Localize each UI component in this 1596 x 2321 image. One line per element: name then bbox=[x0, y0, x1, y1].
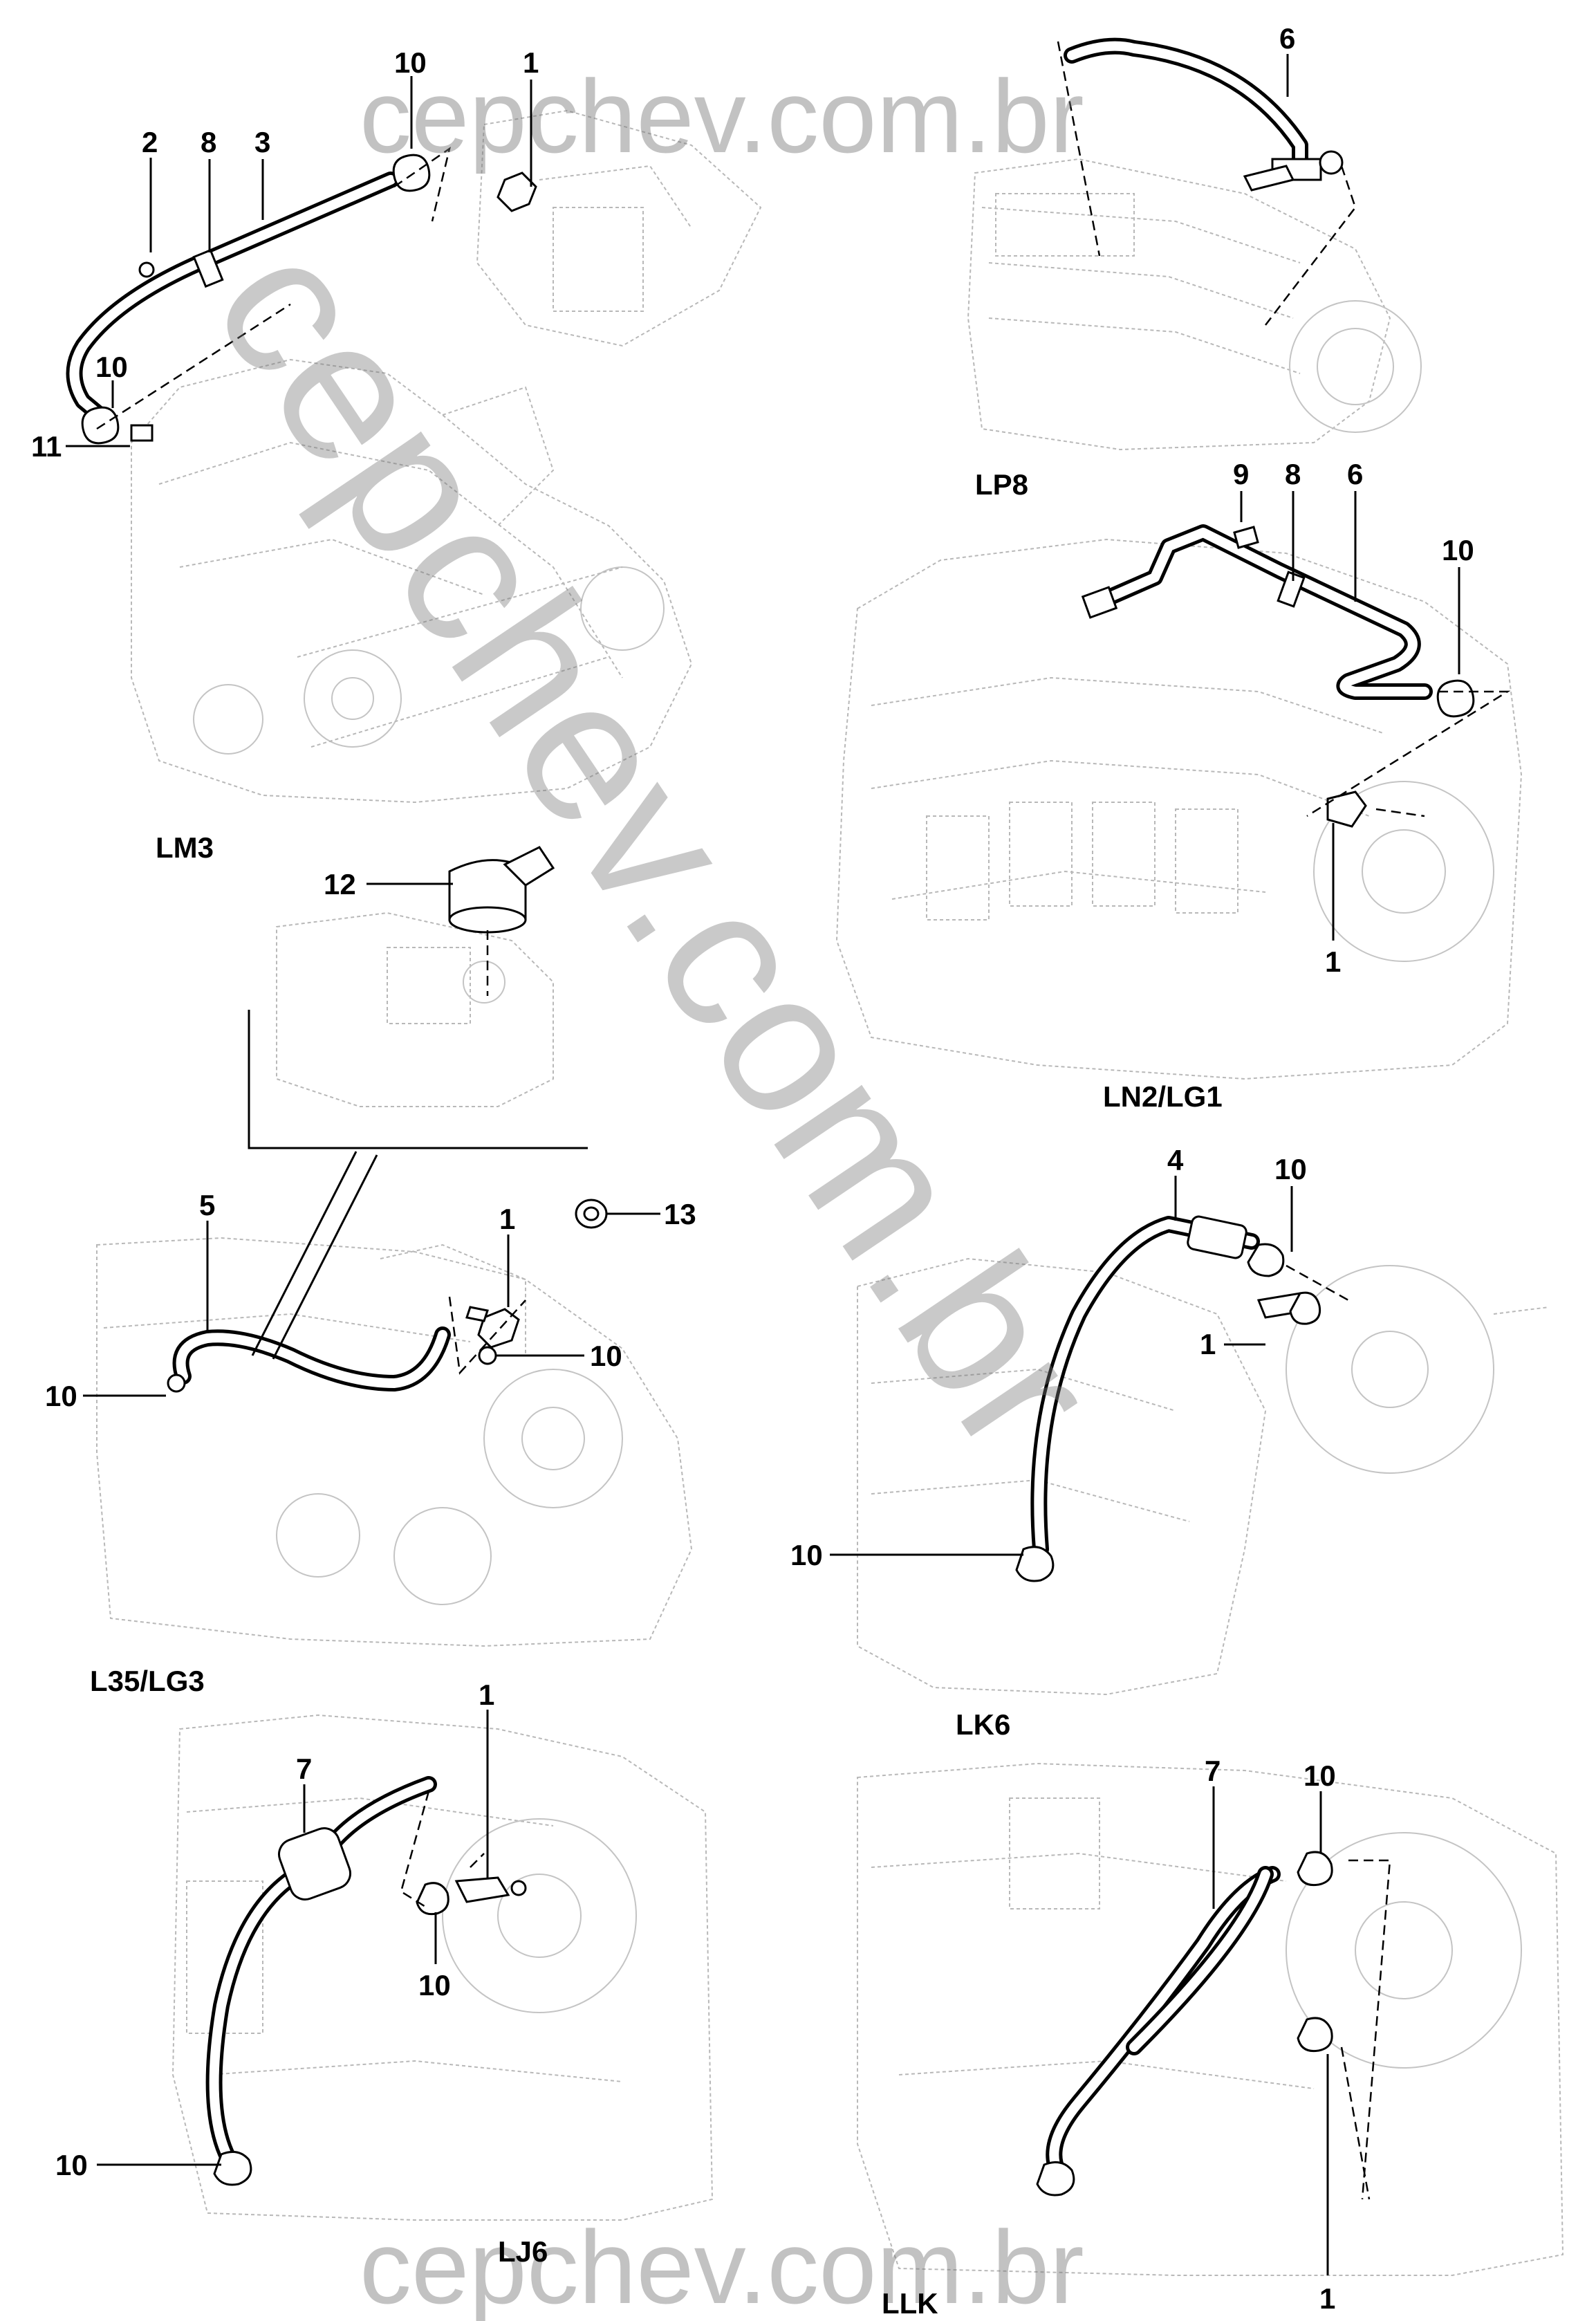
ln2-lg1-vacuum-hose bbox=[1081, 524, 1511, 828]
callout-lj6-1: 1 bbox=[479, 1679, 494, 1711]
callout-ln2-6: 6 bbox=[1347, 458, 1363, 490]
callout-numbers: 10 1 2 8 3 10 11 6 9 8 6 10 1 12 5 1 10 … bbox=[31, 22, 1474, 2315]
engine-label-ln2-lg1: LN2/LG1 bbox=[1103, 1080, 1223, 1113]
callout-lp8-6: 6 bbox=[1279, 22, 1295, 55]
callout-l35-10-right: 10 bbox=[590, 1340, 622, 1372]
engine-label-l35-lg3: L35/LG3 bbox=[90, 1665, 205, 1697]
callout-lj6-10-left: 10 bbox=[55, 2149, 88, 2181]
callout-lk6-10-top: 10 bbox=[1274, 1153, 1307, 1185]
callout-pcv-12: 12 bbox=[324, 868, 356, 900]
callout-lm3-2: 2 bbox=[142, 126, 158, 158]
callout-llk-7: 7 bbox=[1205, 1755, 1221, 1787]
callout-lm3-11: 11 bbox=[31, 430, 62, 463]
callout-l35-13: 13 bbox=[664, 1198, 696, 1230]
callout-lk6-1: 1 bbox=[1200, 1328, 1216, 1360]
engine-label-lk6: LK6 bbox=[956, 1708, 1010, 1741]
callout-llk-10: 10 bbox=[1303, 1759, 1336, 1792]
engine-label-lj6: LJ6 bbox=[498, 2235, 548, 2268]
engine-label-lm3: LM3 bbox=[156, 831, 214, 864]
pcv-valve-inset bbox=[248, 912, 588, 1149]
callout-lm3-8: 8 bbox=[201, 126, 216, 158]
llk-vacuum-hose bbox=[1036, 1851, 1391, 2200]
callout-l35-10-left: 10 bbox=[45, 1380, 77, 1412]
callout-lj6-7: 7 bbox=[296, 1753, 312, 1785]
lp8-vacuum-hose bbox=[1057, 37, 1357, 326]
callout-ln2-8: 8 bbox=[1285, 458, 1301, 490]
watermark-top: cepchev.com.br bbox=[360, 58, 1084, 174]
callout-lk6-4: 4 bbox=[1167, 1144, 1184, 1176]
lk6-engine-sketch bbox=[857, 1257, 1550, 1696]
callout-l35-5: 5 bbox=[199, 1189, 215, 1221]
callout-lm3-3: 3 bbox=[254, 126, 270, 158]
callout-ln2-9: 9 bbox=[1233, 458, 1249, 490]
watermark-diagonal: cepchev.com.br bbox=[171, 203, 1140, 1490]
callout-lm3-1: 1 bbox=[523, 46, 539, 79]
ln2-lg1-engine-sketch bbox=[835, 538, 1523, 1080]
llk-engine-sketch bbox=[857, 1762, 1564, 2276]
lm3-engine-sketch bbox=[131, 109, 762, 804]
engine-label-lp8: LP8 bbox=[975, 468, 1028, 501]
engine-labels: LM3 LP8 LN2/LG1 L35/LG3 LK6 LJ6 LLK bbox=[90, 468, 1223, 2320]
callout-ln2-10: 10 bbox=[1442, 534, 1474, 566]
callout-ln2-1: 1 bbox=[1325, 945, 1341, 978]
lj6-vacuum-hose bbox=[205, 1776, 527, 2186]
callout-lk6-10-left: 10 bbox=[790, 1539, 823, 1571]
l35-lg3-vacuum-hose bbox=[167, 1151, 608, 1393]
pcv-valve bbox=[448, 846, 555, 996]
callout-lm3-10-top: 10 bbox=[394, 46, 427, 79]
leader-lines bbox=[66, 54, 1460, 2275]
lj6-engine-sketch bbox=[171, 1714, 714, 2221]
lm3-vacuum-hose bbox=[66, 147, 537, 445]
lp8-engine-sketch bbox=[967, 158, 1422, 451]
engine-label-llk: LLK bbox=[882, 2287, 938, 2320]
callout-l35-1: 1 bbox=[499, 1203, 515, 1235]
callout-lm3-10-bottom: 10 bbox=[95, 351, 128, 383]
l35-lg3-engine-sketch bbox=[96, 1237, 693, 1647]
watermark-bottom: cepchev.com.br bbox=[360, 2209, 1084, 2321]
callout-llk-1: 1 bbox=[1319, 2282, 1335, 2315]
lk6-vacuum-hose bbox=[1015, 1215, 1349, 1582]
callout-lj6-10-right: 10 bbox=[418, 1969, 451, 2001]
